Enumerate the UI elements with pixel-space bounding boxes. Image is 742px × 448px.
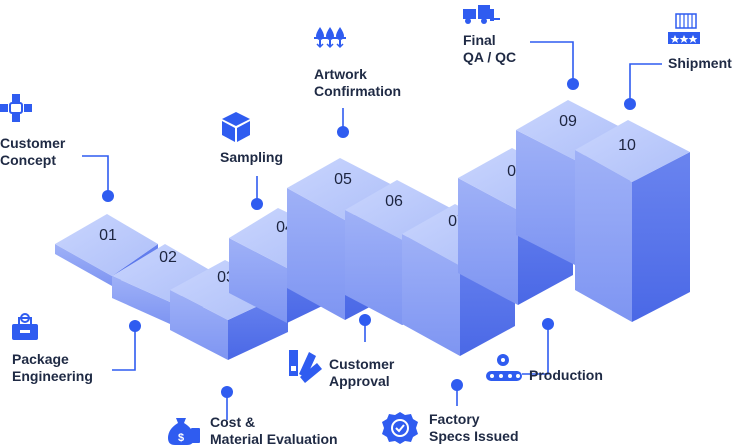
verified-badge-icon	[382, 412, 418, 444]
block-top-face	[575, 120, 690, 182]
connector-01	[82, 155, 114, 202]
connector-dot	[337, 126, 349, 138]
connector-dot	[221, 386, 233, 398]
connector-02	[112, 320, 141, 371]
step-label-line: Customer	[0, 135, 66, 151]
block-left-face	[55, 244, 112, 286]
connector-07	[451, 379, 463, 406]
connector-03	[221, 386, 233, 420]
block-left-face	[402, 234, 460, 356]
connector-dot	[102, 190, 114, 202]
connector-dot	[129, 320, 141, 332]
connector-dot	[359, 314, 371, 326]
cube-icon	[222, 112, 250, 142]
block-left-face	[345, 210, 402, 325]
step-label-line: Concept	[0, 152, 56, 168]
connector-04	[251, 176, 263, 210]
step-number: 09	[559, 113, 577, 130]
step-label-line: Material Evaluation	[210, 431, 338, 447]
step-label-line: QA / QC	[463, 49, 517, 65]
forklift-icon	[463, 5, 500, 24]
block-top-face	[55, 214, 158, 276]
connector-line	[530, 41, 574, 84]
container-icon	[668, 13, 700, 44]
block-left-face	[112, 276, 170, 324]
step-label-line: Shipment	[668, 55, 732, 71]
step-label-line: Artwork	[314, 66, 367, 82]
step-number: 05	[334, 171, 352, 188]
step-label-line: Cost &	[210, 414, 256, 430]
block-left-face	[516, 130, 575, 265]
block-left-face	[287, 188, 345, 320]
connector-line	[629, 63, 662, 104]
block-right-face	[632, 152, 690, 322]
connector-dot	[451, 379, 463, 391]
step-icons: $	[0, 5, 700, 445]
step-label-line: Final	[463, 32, 496, 48]
connector-line	[112, 326, 136, 371]
step-label-line: Customer	[329, 356, 395, 372]
step-label-line: Engineering	[12, 368, 93, 384]
toolbox-icon	[12, 313, 38, 340]
step-label-line: Approval	[329, 373, 390, 389]
step-block-10: 10	[575, 120, 690, 322]
step-label-03: Cost &Material Evaluation	[210, 414, 338, 448]
step-number: 10	[618, 137, 636, 154]
connector-dot	[624, 98, 636, 110]
connector-08	[522, 318, 554, 375]
step-label-line: Sampling	[220, 149, 284, 165]
step-label-line: Production	[529, 367, 603, 383]
step-label-line: Factory	[429, 411, 480, 427]
step-label-10: Shipment	[668, 55, 732, 72]
connector-dot	[542, 318, 554, 330]
connector-10	[624, 63, 662, 110]
connector-09	[530, 41, 579, 90]
step-number: 06	[385, 193, 403, 210]
connector-05	[337, 108, 349, 138]
connector-dot	[251, 198, 263, 210]
step-label-line: Package	[12, 351, 69, 367]
step-number: 01	[99, 227, 117, 244]
block-left-face	[458, 178, 518, 305]
conveyor-icon	[486, 354, 522, 381]
connector-line	[82, 155, 109, 196]
ink-drops-icon	[314, 27, 346, 49]
block-left-face	[229, 238, 287, 323]
connector-06	[359, 314, 371, 342]
svg-text:$: $	[178, 432, 184, 444]
connector-lines	[82, 41, 662, 420]
step-label-08: Production	[529, 367, 603, 384]
step-label-04: Sampling	[220, 149, 283, 166]
network-icon	[0, 94, 32, 122]
step-number: 02	[159, 249, 177, 266]
money-bag-icon: $	[168, 418, 200, 445]
step-label-line: Specs Issued	[429, 428, 519, 444]
color-swatch-icon	[289, 350, 322, 383]
block-left-face	[575, 150, 632, 322]
connector-dot	[567, 78, 579, 90]
connector-line	[522, 324, 549, 375]
block-left-face	[170, 290, 228, 360]
step-blocks: 01020304050607080910	[55, 100, 690, 360]
step-label-line: Confirmation	[314, 83, 402, 99]
